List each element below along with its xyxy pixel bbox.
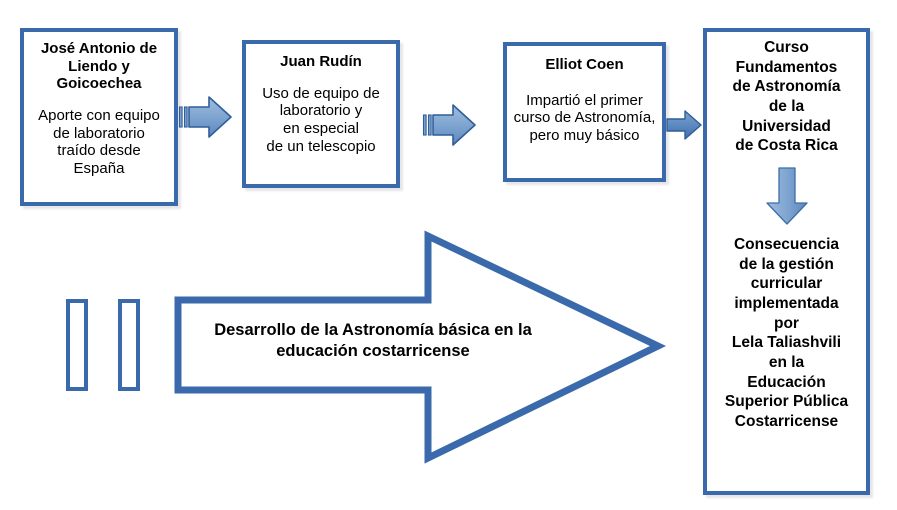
node-body: Consecuencia de la gestión curricular im…	[724, 236, 849, 431]
big-right-arrow-icon	[60, 228, 670, 468]
right-arrow-icon	[422, 104, 476, 146]
arrow-tail-tick-2	[118, 299, 140, 391]
connector-arrow-2	[420, 100, 478, 155]
node-juan-rudin[interactable]: Juan Rudín Uso de equipo de laboratorio …	[242, 40, 400, 188]
node-body: Impartió el primer curso de Astronomía, …	[513, 91, 656, 145]
node-curso-fundamentos-astronomia-ucr[interactable]: Curso Fundamentos de Astronomía de la Un…	[703, 28, 870, 495]
node-title: Elliot Coen	[545, 56, 624, 73]
right-arrow-icon	[178, 96, 232, 138]
connector-arrow-3	[664, 108, 704, 147]
node-jose-antonio-de-liendo-y-goicoechea[interactable]: José Antonio de Liendo y Goicoechea Apor…	[20, 28, 178, 206]
big-arrow-shape	[174, 230, 667, 464]
big-arrow-label: Desarrollo de la Astronomía básica en la…	[214, 321, 532, 360]
down-arrow-container	[707, 165, 866, 227]
connector-arrow-1	[176, 92, 234, 147]
down-arrow-icon	[765, 167, 808, 225]
arrow-tail-tick-1	[66, 299, 88, 391]
node-title: José Antonio de Liendo y Goicoechea	[40, 40, 158, 93]
node-elliot-coen[interactable]: Elliot Coen Impartió el primer curso de …	[503, 42, 666, 182]
node-title: Curso Fundamentos de Astronomía de la Un…	[732, 39, 841, 155]
right-arrow-icon	[666, 110, 702, 140]
node-body: Aporte con equipo de laboratorio traído …	[38, 107, 160, 178]
node-title: Juan Rudín	[280, 53, 362, 70]
node-body: Uso de equipo de laboratorio y en especi…	[262, 84, 380, 155]
